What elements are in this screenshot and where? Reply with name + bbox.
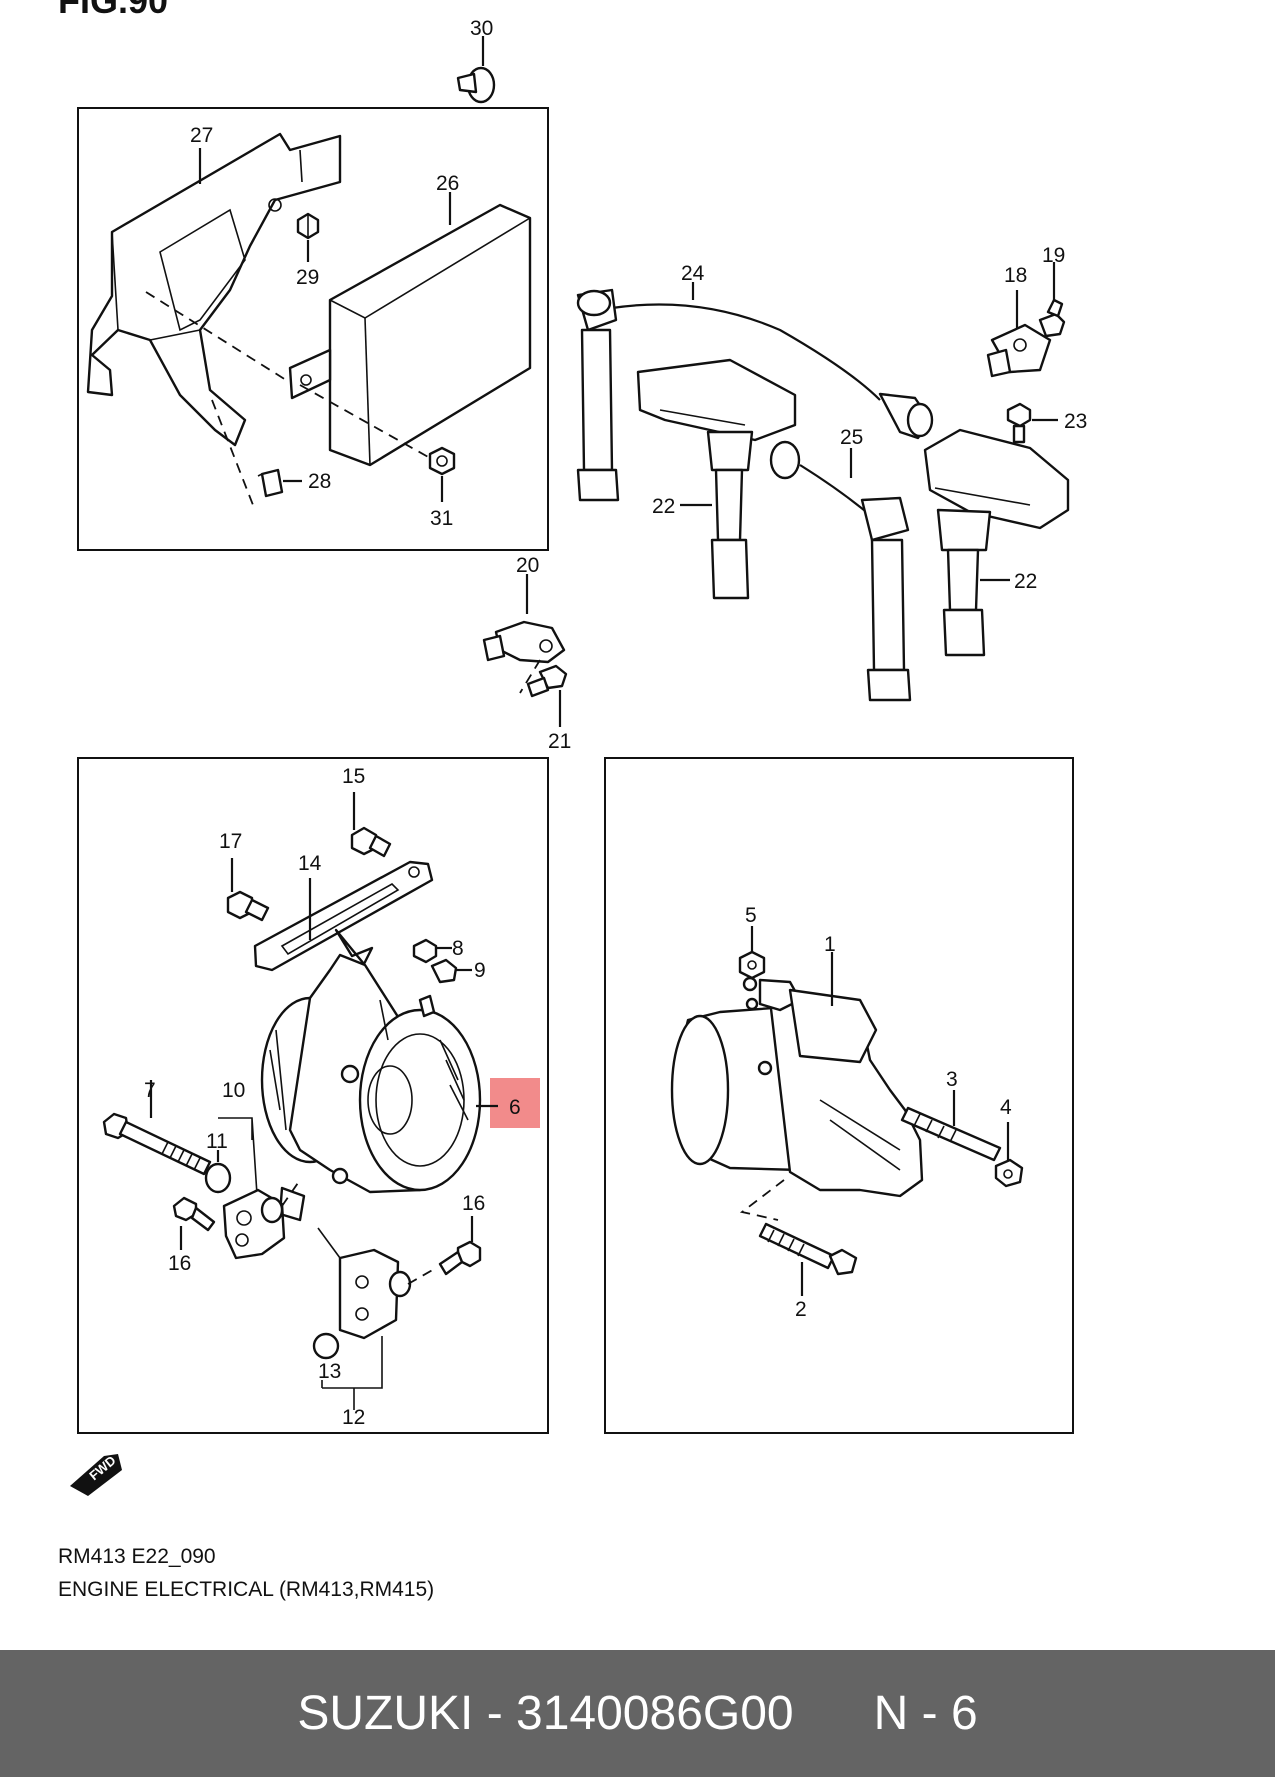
part-24-ignition-lead[interactable] bbox=[576, 288, 934, 502]
part-26-ecu-module[interactable] bbox=[288, 203, 532, 467]
part-10-bracket[interactable] bbox=[222, 1188, 286, 1260]
part-23-bolt[interactable] bbox=[1006, 402, 1032, 444]
callout-14: 14 bbox=[298, 852, 322, 875]
part-22-ignition-coil-left[interactable] bbox=[636, 358, 797, 600]
callout-27: 27 bbox=[190, 124, 213, 147]
callout-8: 8 bbox=[452, 937, 464, 960]
figure-label: FIG.90 bbox=[58, 0, 169, 21]
diagram-title: ENGINE ELECTRICAL (RM413,RM415) bbox=[58, 1578, 435, 1601]
bracket-12-leader bbox=[321, 1336, 383, 1410]
callout-26: 26 bbox=[436, 172, 459, 195]
part-25-ignition-lead[interactable] bbox=[769, 440, 912, 702]
ecu-bracket-frame bbox=[77, 107, 549, 551]
callout-24: 24 bbox=[681, 262, 705, 285]
fwd-arrow-icon: FWD bbox=[70, 1453, 122, 1496]
callout-17: 17 bbox=[219, 830, 242, 853]
part-29-bolt[interactable] bbox=[296, 212, 320, 240]
part-3-stud-bolt[interactable] bbox=[900, 1106, 1002, 1162]
part-20-sensor[interactable] bbox=[482, 620, 566, 664]
callout-22-right: 22 bbox=[1014, 570, 1037, 593]
part-4-nut[interactable] bbox=[994, 1158, 1024, 1188]
part-5-nut[interactable] bbox=[738, 950, 766, 980]
callout-19: 19 bbox=[1042, 244, 1065, 267]
callout-29: 29 bbox=[296, 266, 319, 289]
callout-9: 9 bbox=[474, 959, 486, 982]
callout-22-center: 22 bbox=[652, 495, 675, 518]
part-7-bolt[interactable] bbox=[102, 1112, 212, 1176]
callout-1: 1 bbox=[824, 933, 836, 956]
starter-frame bbox=[604, 757, 1074, 1434]
callout-5: 5 bbox=[745, 904, 757, 927]
part-12-bracket[interactable] bbox=[338, 1248, 412, 1340]
callout-23: 23 bbox=[1064, 410, 1087, 433]
callout-11: 11 bbox=[206, 1130, 228, 1153]
part-2-bolt[interactable] bbox=[758, 1222, 858, 1276]
part-15-bolt[interactable] bbox=[350, 826, 392, 858]
callout-2: 2 bbox=[795, 1298, 807, 1321]
callout-13: 13 bbox=[318, 1360, 341, 1383]
footer-spacer bbox=[794, 1686, 874, 1741]
part-1-starter-motor[interactable] bbox=[670, 976, 924, 1198]
callout-12: 12 bbox=[342, 1406, 365, 1429]
part-21-bolt[interactable] bbox=[526, 664, 568, 698]
part-9-nut[interactable] bbox=[430, 958, 458, 984]
alternator-frame bbox=[77, 757, 549, 1434]
part-6-alternator[interactable] bbox=[260, 928, 482, 1222]
callout-21: 21 bbox=[548, 730, 571, 753]
callout-16-left: 16 bbox=[168, 1252, 191, 1275]
callout-16-right: 16 bbox=[462, 1192, 485, 1215]
part-11-bushing[interactable] bbox=[204, 1162, 232, 1194]
part-14-adjusting-bracket[interactable] bbox=[253, 860, 434, 972]
footer-reference: N - 6 bbox=[873, 1687, 978, 1740]
part-31-nut[interactable] bbox=[428, 446, 456, 476]
part-18-sensor[interactable] bbox=[986, 323, 1052, 378]
callout-28: 28 bbox=[308, 470, 331, 493]
callout-6-highlight bbox=[490, 1078, 540, 1128]
callout-7: 7 bbox=[144, 1079, 156, 1102]
part-30-clip[interactable] bbox=[456, 66, 496, 104]
footer-bar: SUZUKI - 3140086G00 N - 6 bbox=[0, 1650, 1275, 1777]
callout-18: 18 bbox=[1004, 264, 1027, 287]
bracket-10-leader bbox=[218, 1117, 259, 1211]
callout-25: 25 bbox=[840, 426, 863, 449]
part-19-bolt[interactable] bbox=[1038, 298, 1066, 338]
callout-6: 6 bbox=[509, 1096, 521, 1119]
callout-15: 15 bbox=[342, 765, 365, 788]
part-16-bolt-right[interactable] bbox=[438, 1240, 482, 1276]
callout-3: 3 bbox=[946, 1068, 958, 1091]
part-17-bolt[interactable] bbox=[226, 890, 270, 922]
part-13-bushing[interactable] bbox=[312, 1332, 340, 1360]
callout-31: 31 bbox=[430, 507, 453, 530]
part-28-clip-nut[interactable] bbox=[257, 468, 284, 498]
part-27-bracket[interactable] bbox=[86, 132, 342, 447]
diagram-code: RM413 E22_090 bbox=[58, 1545, 216, 1568]
part-22-ignition-coil-right[interactable] bbox=[923, 428, 1070, 657]
callout-10: 10 bbox=[222, 1079, 245, 1102]
callout-20: 20 bbox=[516, 554, 539, 577]
callout-30: 30 bbox=[470, 17, 493, 40]
part-8-nut[interactable] bbox=[412, 938, 438, 964]
callout-4: 4 bbox=[1000, 1096, 1012, 1119]
part-16-bolt-left[interactable] bbox=[172, 1196, 216, 1232]
parts-diagram: FWD 30 27 26 29 28 31 24 18 19 23 25 22 … bbox=[70, 17, 1087, 1496]
footer-part-number: SUZUKI - 3140086G00 bbox=[297, 1687, 794, 1740]
